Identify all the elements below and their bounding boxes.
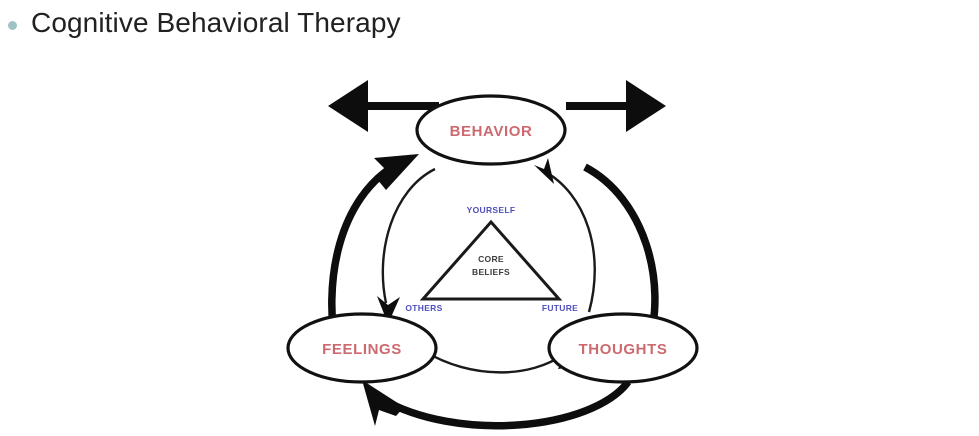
- arrow-thoughts-to-feelings: [362, 379, 631, 430]
- triangle-corner-yourself: YOURSELF: [467, 205, 516, 215]
- node-behavior[interactable]: BEHAVIOR: [415, 94, 567, 166]
- slide-title-row: Cognitive Behavioral Therapy: [8, 7, 401, 39]
- cbt-cycle-diagram: CORE BELIEFS YOURSELF OTHERS FUTURE BEHA…: [276, 62, 706, 436]
- node-thoughts-label: THOUGHTS: [579, 341, 668, 358]
- core-beliefs-label-line1: CORE: [478, 254, 504, 264]
- page-title: Cognitive Behavioral Therapy: [31, 7, 401, 38]
- bullet-dot-icon: [8, 20, 17, 30]
- core-beliefs-triangle: CORE BELIEFS: [419, 219, 563, 301]
- node-behavior-label: BEHAVIOR: [450, 123, 533, 140]
- arrow-external-left: [328, 80, 439, 132]
- node-thoughts[interactable]: THOUGHTS: [547, 312, 699, 384]
- arrow-external-right: [566, 80, 666, 132]
- arrow-behavior-to-feelings: [377, 167, 436, 324]
- node-feelings[interactable]: FEELINGS: [286, 312, 438, 384]
- node-feelings-label: FEELINGS: [322, 341, 402, 358]
- arrow-thoughts-to-behavior: [534, 158, 596, 313]
- triangle-corner-future: FUTURE: [542, 303, 578, 313]
- triangle-corner-others: OTHERS: [405, 303, 442, 313]
- core-beliefs-label-line2: BELIEFS: [472, 267, 510, 277]
